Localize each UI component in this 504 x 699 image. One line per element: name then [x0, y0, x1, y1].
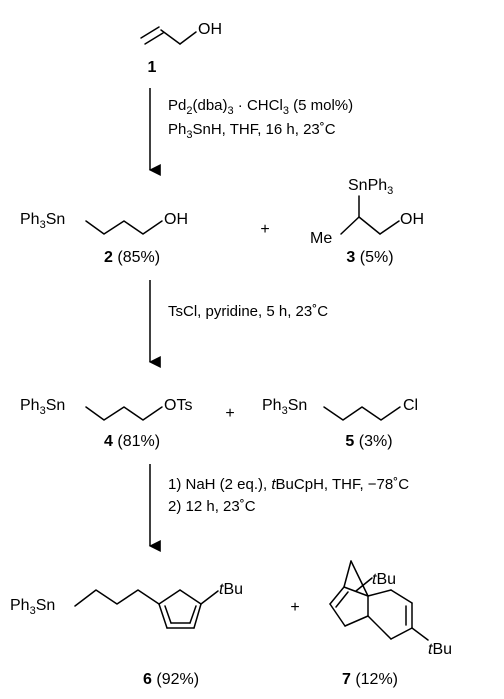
plus-sign-2: +: [225, 405, 234, 422]
compound-4-ots-label: OTs: [164, 397, 192, 414]
step-3-condition-line-1: 1) NaH (2 eq.), tBuCpH, THF, −78˚C: [168, 476, 409, 493]
compound-4-structure: Ph3Sn OTs: [20, 397, 192, 421]
plus-sign-1: +: [260, 221, 269, 238]
step-3-condition-line-2: 2) 12 h, 23˚C: [168, 498, 256, 515]
compound-7-tbu-bottom-label: tBu: [428, 641, 452, 658]
compound-6-tbu-label: tBu: [219, 581, 243, 598]
compound-5-caption: 5 (3%): [345, 433, 392, 450]
plus-sign-3: +: [290, 599, 299, 616]
compound-3-snph3-label: SnPh3: [348, 177, 393, 197]
compound-5-cl-label: Cl: [403, 397, 418, 414]
step-1-condition-line-1: Pd2(dba)3 · CHCl3 (5 mol%): [168, 97, 353, 117]
step-2-condition-line-1: TsCl, pyridine, 5 h, 23˚C: [168, 303, 328, 320]
compound-4-caption: 4 (81%): [104, 433, 160, 450]
compound-1-oh-label: OH: [198, 21, 222, 38]
compound-3-me-label: Me: [310, 230, 332, 247]
compound-3-oh-label: OH: [400, 211, 424, 228]
compound-4-ph3sn-label: Ph3Sn: [20, 397, 65, 417]
compound-5-structure: Ph3Sn Cl: [262, 397, 418, 421]
compound-2-structure: Ph3Sn OH: [20, 211, 188, 235]
compound-7-tbu-top-label: tBu: [372, 571, 396, 588]
compound-1-structure: OH: [140, 21, 222, 45]
compound-3-structure: SnPh3 Me OH: [310, 177, 424, 247]
compound-2-oh-label: OH: [164, 211, 188, 228]
compound-6-structure: Ph3Sn tBu: [10, 581, 243, 629]
compound-2-ph3sn-label: Ph3Sn: [20, 211, 65, 231]
compound-2-caption: 2 (85%): [104, 249, 160, 266]
compound-1-number: 1: [148, 59, 157, 76]
compound-6-ph3sn-label: Ph3Sn: [10, 597, 55, 617]
compound-5-ph3sn-label: Ph3Sn: [262, 397, 307, 417]
step-1-condition-line-2: Ph3SnH, THF, 16 h, 23˚C: [168, 121, 336, 141]
compound-3-caption: 3 (5%): [346, 249, 393, 266]
compound-6-caption: 6 (92%): [143, 671, 199, 688]
compound-7-structure: tBu tBu: [329, 560, 452, 658]
compound-7-caption: 7 (12%): [342, 671, 398, 688]
